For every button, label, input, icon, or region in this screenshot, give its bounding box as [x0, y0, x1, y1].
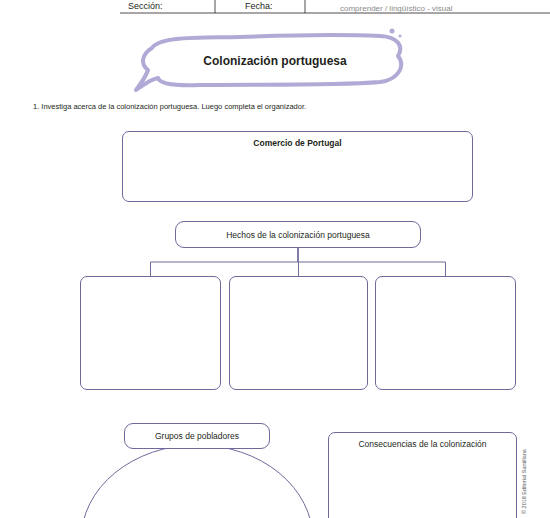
node-heading: Hechos de la colonización portuguesa: [226, 230, 370, 240]
node-heading: Consecuencias de la colonización: [358, 439, 486, 449]
header-label: comprender / lingüístico - visual: [340, 4, 453, 13]
organizer-box: [229, 276, 368, 390]
banner-drop: [390, 29, 395, 34]
circle-shape: [81, 445, 313, 518]
header-divider: [215, 0, 216, 13]
organizer-box: Comercio de Portugal: [122, 131, 473, 202]
header-rule: [120, 13, 550, 14]
group-circle: Grupos de pobladores: [80, 423, 314, 518]
header-divider: [305, 0, 306, 13]
worksheet-title: Colonización portuguesa: [150, 54, 400, 68]
organizer-box: Consecuencias de la colonización: [328, 432, 517, 518]
heading-box: Hechos de la colonización portuguesa: [175, 221, 421, 248]
node-heading: Comercio de Portugal: [253, 138, 341, 148]
organizer-box: [80, 276, 221, 390]
header-label: Sección:: [128, 1, 163, 11]
tree-connector: [151, 248, 299, 276]
title-banner: [136, 35, 401, 90]
tree-connector: [298, 248, 446, 276]
organizer-box: [375, 276, 516, 390]
copyright-note: © 2018 Editorial Santillana: [521, 449, 527, 514]
banner-drop: [399, 35, 402, 38]
node-heading: Grupos de pobladores: [124, 423, 270, 449]
header-label: Fecha:: [245, 1, 273, 11]
instruction-text: 1. Investiga acerca de la colonización p…: [33, 102, 306, 111]
